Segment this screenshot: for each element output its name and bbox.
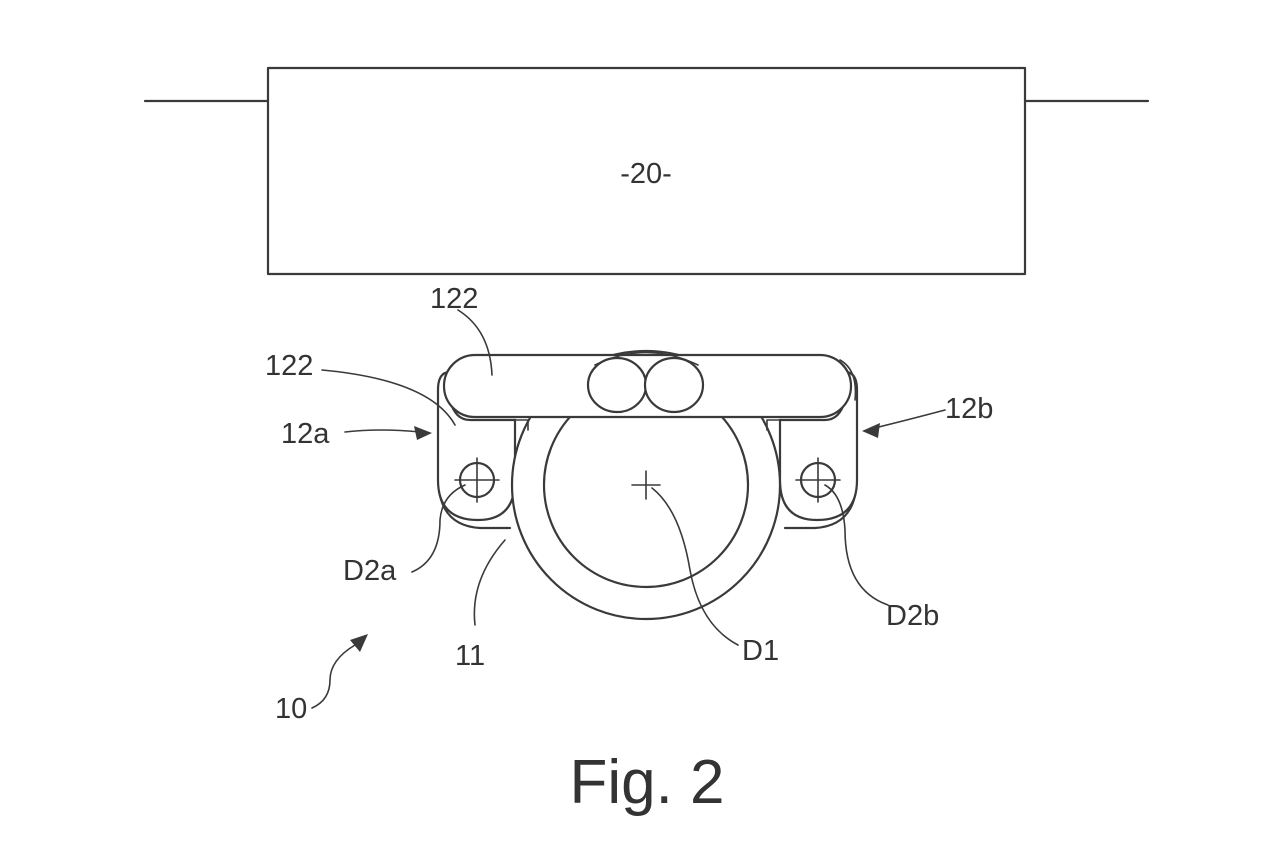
left-shoulder <box>514 419 529 431</box>
label-d2a: D2a <box>343 555 397 587</box>
label-12a: 12a <box>281 418 330 450</box>
label-upper-122: 122 <box>430 283 478 315</box>
leader-12a <box>344 429 421 433</box>
leader-d1 <box>651 487 739 646</box>
label-10: 10 <box>275 693 307 725</box>
arrow-12b <box>862 423 880 438</box>
left-arm-12a <box>436 370 517 522</box>
arrow-12a <box>414 426 432 440</box>
arrow-10 <box>350 634 368 652</box>
leader-11 <box>473 539 506 626</box>
roller-right <box>643 356 705 414</box>
component-20-box <box>266 66 1027 276</box>
figure-caption: Fig. 2 <box>569 748 724 817</box>
right-shoulder <box>766 419 781 431</box>
roller-top-arc <box>594 351 699 366</box>
right-arm-12b <box>778 370 859 522</box>
top-bar-back-edge <box>839 359 857 401</box>
roller-left <box>586 356 648 414</box>
label-d1: D1 <box>742 635 779 667</box>
label-left-122: 122 <box>265 350 313 382</box>
leader-d2a <box>411 484 466 573</box>
leader-left-122 <box>321 369 456 426</box>
leader-12b <box>874 409 946 429</box>
label-d2b: D2b <box>886 600 939 632</box>
leader-10 <box>311 644 356 709</box>
leader-d2b <box>824 484 889 606</box>
label-11: 11 <box>455 640 485 672</box>
component-20-label: -20- <box>620 158 672 190</box>
label-12b: 12b <box>945 393 993 425</box>
leader-upper-122 <box>457 309 493 376</box>
